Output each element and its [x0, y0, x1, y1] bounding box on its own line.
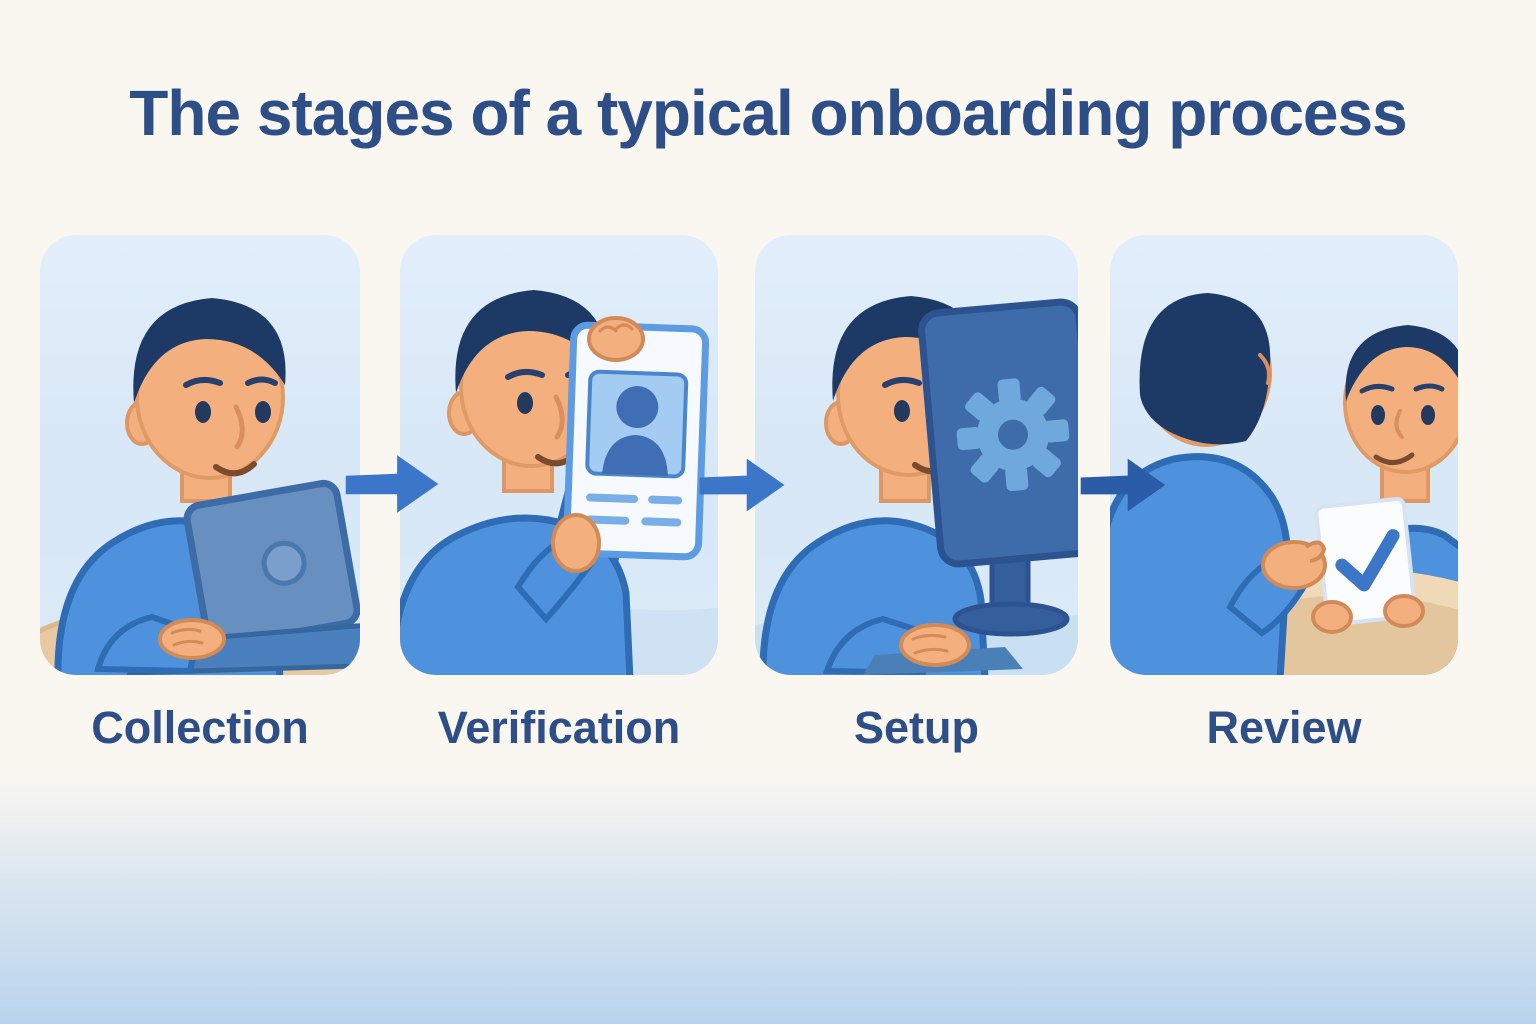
person-figure-left — [1110, 293, 1327, 675]
document-icon — [1314, 497, 1417, 627]
typing-hand — [822, 615, 1023, 675]
setup-illustration — [755, 296, 1078, 675]
hair — [133, 298, 286, 403]
stage-label-review: Review — [1206, 702, 1362, 753]
arrow-shape — [345, 455, 439, 513]
stage-label-verification: Verification — [437, 702, 681, 753]
holding-hand — [514, 513, 601, 624]
arrow-right-icon — [699, 458, 785, 512]
id-card-icon — [563, 321, 710, 561]
arrow-right-icon — [1080, 458, 1166, 512]
background-gradient — [0, 774, 1536, 1024]
stage-panel-setup — [755, 235, 1078, 675]
stage-panel-review — [1110, 235, 1458, 675]
review-illustration — [1110, 293, 1458, 675]
stage-label-setup: Setup — [853, 702, 979, 753]
stage-panel-verification — [400, 235, 718, 675]
stage-label-collection: Collection — [91, 702, 309, 753]
verification-illustration — [400, 290, 718, 675]
gripping-hand — [587, 316, 645, 362]
card-text-lines — [585, 493, 683, 527]
gesturing-hand — [1226, 540, 1327, 637]
arrow-right-icon — [345, 455, 439, 513]
monitor-icon — [918, 298, 1078, 637]
laptop-logo — [261, 540, 307, 586]
arrow-shape — [699, 458, 785, 512]
monitor-base — [952, 601, 1070, 637]
checkmark-icon — [1335, 529, 1400, 592]
hair — [455, 290, 608, 393]
gear-icon — [956, 378, 1070, 492]
arrow-shape — [1080, 458, 1166, 512]
hair-back-view — [1139, 293, 1271, 445]
holding-hands-right — [1311, 594, 1425, 634]
collection-illustration — [40, 298, 360, 675]
stage-panel-collection — [40, 235, 360, 675]
page-title: The stages of a typical onboarding proce… — [129, 77, 1407, 149]
typing-hand — [94, 613, 226, 675]
hair — [1345, 325, 1458, 401]
person-silhouette-icon — [601, 386, 668, 477]
